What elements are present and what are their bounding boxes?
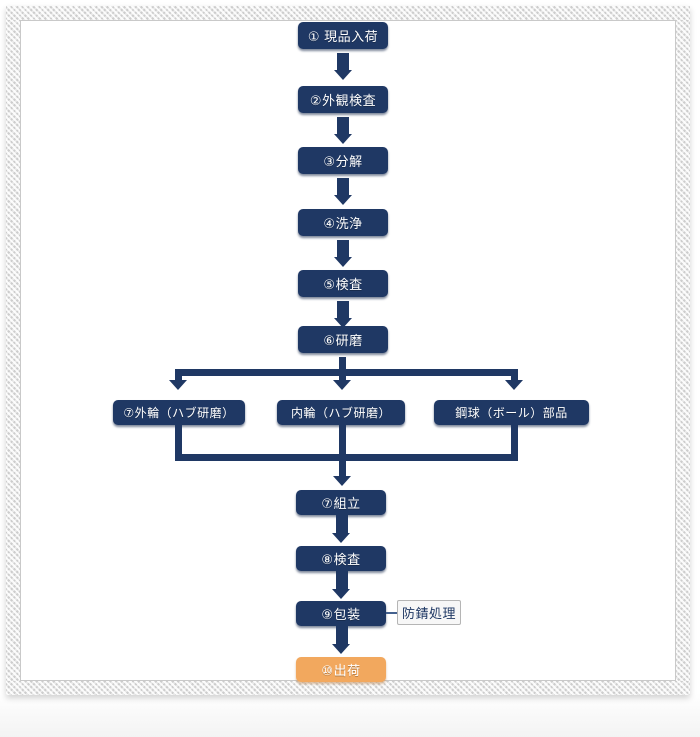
- connector-arrowhead-4-5: [334, 257, 352, 267]
- node-step-5[interactable]: ⑤検査: [298, 270, 388, 297]
- split-arrowhead-center: [333, 380, 351, 390]
- merge-stem-left: [175, 425, 182, 461]
- connector-shaft-2-3: [337, 117, 349, 136]
- connector-arrowhead-8-9: [332, 589, 350, 599]
- connector-shaft-5-6: [337, 301, 349, 320]
- split-drop-right: [511, 369, 518, 382]
- node-step-7[interactable]: ⑦組立: [296, 490, 386, 515]
- node-step-4[interactable]: ④洗浄: [298, 209, 388, 236]
- connector-arrowhead-2-3: [334, 134, 352, 144]
- split-arrowhead-left: [169, 380, 187, 390]
- node-step-8[interactable]: ⑧検査: [296, 546, 386, 571]
- connector-arrowhead-9-10: [332, 644, 350, 654]
- connector-arrowhead-3-4: [334, 195, 352, 205]
- connector-shaft-8-9: [336, 571, 348, 591]
- split-drop-left: [175, 369, 182, 382]
- split-horizontal-bar: [175, 369, 518, 376]
- connector-shaft-4-5: [337, 240, 349, 259]
- merge-stem-center: [339, 425, 346, 461]
- node-step-9[interactable]: ⑨包装: [296, 601, 386, 626]
- node-branch-outer[interactable]: ⑦外輪（ハブ研磨）: [113, 400, 245, 425]
- node-branch-ball[interactable]: 鋼球（ボール）部品: [434, 400, 589, 425]
- split-stem: [339, 357, 346, 373]
- node-step-1[interactable]: ① 現品入荷: [298, 22, 388, 49]
- split-drop-center: [339, 369, 346, 382]
- node-step-6[interactable]: ⑥研磨: [298, 326, 388, 353]
- connector-shaft-1-2: [337, 53, 349, 72]
- connector-arrowhead-7-8: [332, 533, 350, 543]
- connector-note-rustproof: [386, 612, 398, 614]
- connector-arrowhead-5-6: [334, 318, 352, 328]
- connector-arrowhead-1-2: [334, 70, 352, 80]
- node-step-10[interactable]: ⑩出荷: [296, 657, 386, 682]
- merge-stem-right: [511, 425, 518, 461]
- merge-horizontal-bar: [175, 454, 518, 461]
- connector-shaft-3-4: [337, 178, 349, 197]
- node-note-rustproof[interactable]: 防錆処理: [397, 600, 461, 625]
- node-branch-inner[interactable]: 内輪（ハブ研磨）: [277, 400, 405, 425]
- connector-shaft-9-10: [336, 626, 348, 646]
- node-step-3[interactable]: ③分解: [298, 147, 388, 174]
- split-arrowhead-right: [505, 380, 523, 390]
- merge-arrowhead: [333, 476, 351, 486]
- node-step-2[interactable]: ②外観検査: [298, 86, 388, 113]
- connector-shaft-7-8: [336, 515, 348, 535]
- merge-drop-center: [339, 454, 346, 478]
